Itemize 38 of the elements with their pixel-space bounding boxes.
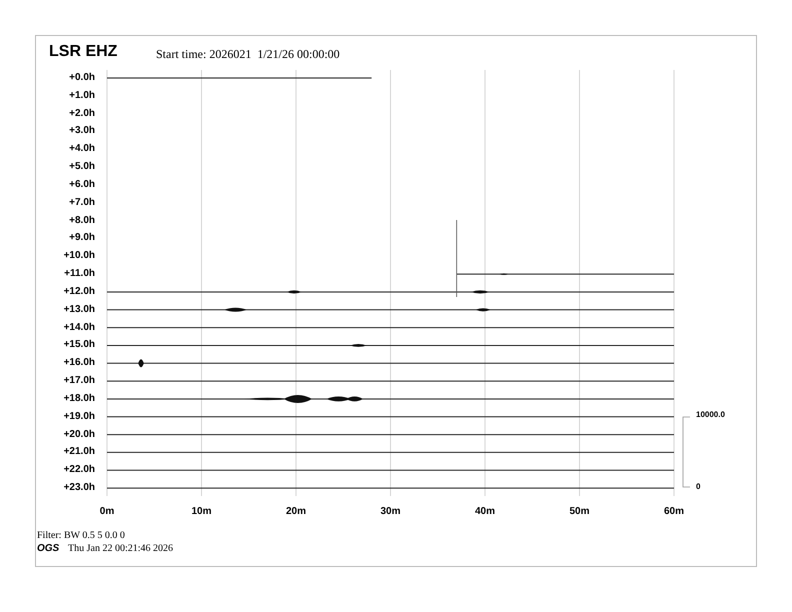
minute-label: 30m [379,507,402,517]
hour-label: +5.0h [69,162,95,172]
hour-label: +2.0h [69,108,95,119]
hour-label: +9.0h [69,233,95,244]
hour-label: +19.0h [64,412,95,422]
filter-note: Filter: BW 0.5 5 0.0 0 [37,531,125,541]
hour-label: +0.0h [69,73,95,83]
timestamp: Thu Jan 22 00:21:46 2026 [68,544,173,554]
hour-label: +10.0h [64,251,95,262]
hour-label: +11.0h [64,269,95,280]
minute-label: 20m [284,507,307,517]
hour-label: +17.0h [64,376,95,386]
minute-label: 0m [98,507,116,517]
hour-label: +4.0h [69,144,95,154]
chart-title: LSR EHZ [49,44,118,60]
hour-label: +8.0h [69,216,95,226]
hour-label: +14.0h [64,322,95,333]
minute-label: 10m [190,507,212,517]
hour-label: +3.0h [69,126,95,136]
hour-label: +21.0h [64,447,95,458]
minute-label: 40m [474,507,496,517]
scale-label: 0 [696,483,700,491]
hour-label: +13.0h [64,304,95,315]
agency-label: OGS [37,544,60,554]
hour-label: +1.0h [69,90,95,101]
hour-label: +7.0h [69,198,95,208]
start-time: Start time: 2026021 1/21/26 00:00:00 [156,48,340,60]
scale-label: 10000.0 [696,411,725,419]
minute-label: 50m [568,507,590,517]
hour-label: +6.0h [69,180,95,190]
hour-label: +18.0h [64,394,95,404]
hour-label: +20.0h [64,430,95,440]
hour-label: +12.0h [64,286,95,297]
minute-label: 60m [662,507,685,517]
hour-label: +15.0h [64,340,95,350]
hour-label: +22.0h [64,465,95,476]
hour-label: +23.0h [64,483,95,494]
hour-label: +16.0h [64,358,95,368]
